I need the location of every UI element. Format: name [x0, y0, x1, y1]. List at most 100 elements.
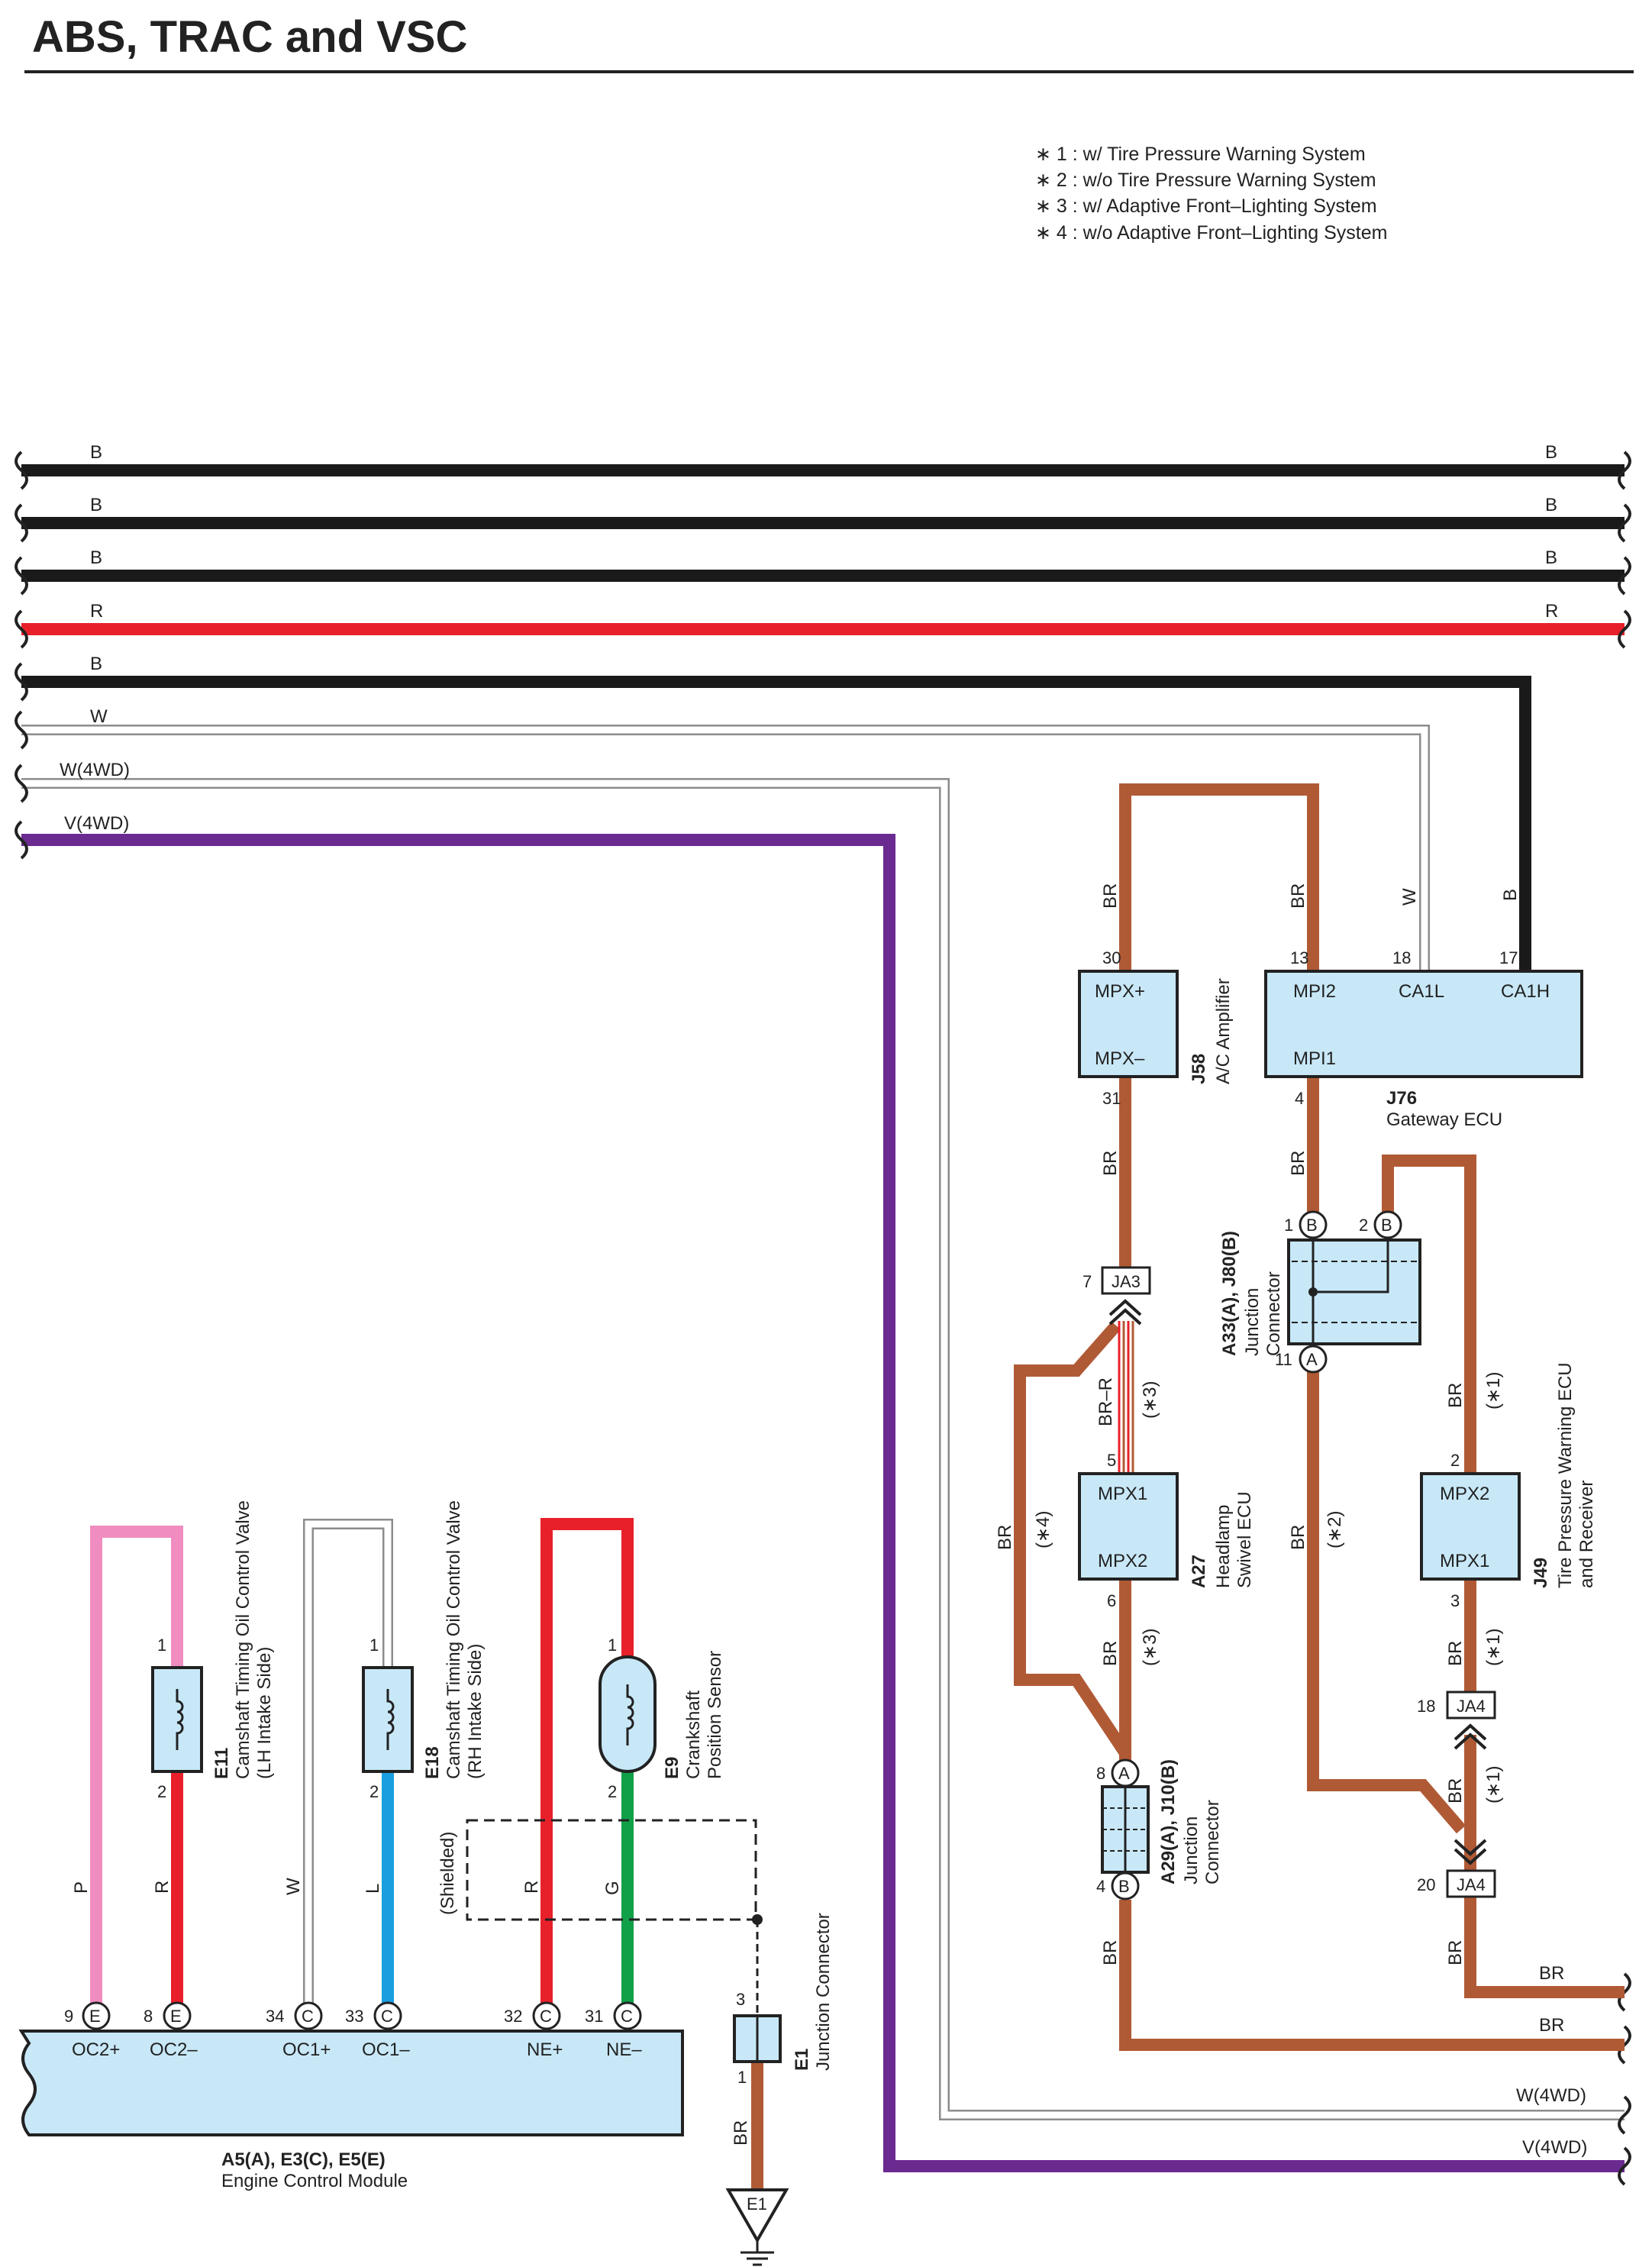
- ja4-connector-20: JA4 20: [1417, 1839, 1496, 1898]
- bus-label: R: [90, 601, 103, 622]
- connector-letter: B: [1306, 1216, 1318, 1235]
- wire-label: BR: [1100, 883, 1121, 909]
- connector-letter: A: [1306, 1350, 1318, 1369]
- a27-box: [1078, 1472, 1179, 1581]
- component-code: E1: [792, 2049, 812, 2071]
- e18-box: [362, 1666, 414, 1773]
- bus-label: B: [90, 495, 102, 515]
- wire-note: (∗1): [1483, 1372, 1504, 1410]
- wire-label: BR: [1445, 1778, 1466, 1804]
- pin-number: 9: [64, 2007, 73, 2026]
- connector-letter: E: [89, 2007, 101, 2026]
- wire-label: L: [363, 1884, 383, 1894]
- wire-label: BR: [1100, 1940, 1121, 1965]
- component-name: Junction: [1181, 1817, 1202, 1884]
- terminal-label: CA1L: [1399, 981, 1444, 1002]
- right-brown-wires: [1014, 783, 1625, 2051]
- bus-label: B: [90, 654, 102, 674]
- ja3-connector: JA3 7: [1083, 1266, 1151, 1326]
- note-1: ∗ 1 : w/ Tire Pressure Warning System: [1035, 144, 1366, 165]
- note-4: ∗ 4 : w/o Adaptive Front–Lighting System: [1035, 222, 1387, 244]
- wire-note: (∗1): [1483, 1766, 1504, 1804]
- a27-headlamp-swivel-ecu: MPX1 MPX2 5 6 A27 Headlamp Swivel ECU: [1078, 1451, 1255, 1610]
- bus-label: BR: [1539, 2015, 1564, 2036]
- wire-r-neplus: [540, 1518, 634, 2016]
- wire-label: B: [1500, 889, 1521, 901]
- wire-br-a33-ja4: [1307, 1359, 1466, 1834]
- pin-number: 8: [1096, 1764, 1105, 1783]
- terminal-label: CA1H: [1501, 981, 1550, 1002]
- coil-icon: [386, 1689, 395, 1750]
- connector-letter: A: [1118, 1764, 1130, 1783]
- connector-letter: B: [1118, 1877, 1130, 1896]
- pin-number: 2: [1450, 1451, 1460, 1470]
- wire-v4wd: [21, 834, 1625, 2172]
- wire-note: (∗4): [1033, 1511, 1053, 1548]
- component-name: Crankshaft: [683, 1691, 704, 1779]
- e11-cam-valve-lh: 1 2 E11 Camshaft Timing Oil Control Valv…: [151, 1500, 275, 1801]
- component-code: J58: [1189, 1054, 1209, 1084]
- pin-number: 30: [1102, 948, 1121, 967]
- component-name: Junction Connector: [813, 1913, 834, 2071]
- terminal-label: MPX1: [1440, 1551, 1489, 1571]
- pin-number: 3: [736, 1990, 745, 2009]
- component-name: Position Sensor: [705, 1651, 725, 1779]
- ecm-engine-control-module: E 9 OC2+ E 8 OC2– C 34 OC1+ C 33 OC1– C …: [18, 2001, 684, 2191]
- pin-number: 1: [157, 1636, 166, 1655]
- j76-gateway-ecu: MPI2 CA1L CA1H MPI1 13 18 17 4 J76 Gatew…: [1264, 948, 1583, 1130]
- pin-number: 2: [1359, 1216, 1368, 1235]
- coil-icon: [626, 1684, 634, 1745]
- wire-label: BR: [1445, 1940, 1466, 1965]
- component-name: Engine Control Module: [221, 2171, 408, 2191]
- terminal-label: MPI2: [1293, 981, 1336, 1002]
- pin-number: 32: [504, 2007, 522, 2026]
- pin-number: 20: [1417, 1875, 1435, 1894]
- j58-box: [1078, 970, 1179, 1078]
- e9-crank-sensor: 1 2 E9 Crankshaft Position Sensor: [599, 1636, 725, 1801]
- ja4-connector-18: JA4 18: [1417, 1691, 1496, 1750]
- terminal-label: MPX2: [1440, 1484, 1489, 1504]
- connector-letter: C: [621, 2007, 633, 2026]
- e1-junction-connector: 3 1 E1 Junction Connector BR: [731, 1913, 834, 2146]
- j76-box: [1264, 970, 1583, 1078]
- wire-note: (∗2): [1325, 1511, 1345, 1548]
- left-sensor-wires: [90, 1518, 763, 2190]
- pin-number: 2: [369, 1782, 379, 1801]
- wire-label: BR: [1100, 1151, 1121, 1176]
- pin-number: 1: [369, 1636, 379, 1655]
- pin-number: 17: [1499, 948, 1518, 967]
- component-name: Gateway ECU: [1386, 1109, 1502, 1130]
- connector-letter: C: [302, 2007, 314, 2026]
- connector-letter: C: [381, 2007, 393, 2026]
- bus-wires: [21, 464, 1625, 2172]
- wire-label: BR: [1288, 1151, 1308, 1176]
- connector-letter: E: [170, 2007, 182, 2026]
- wire-br-a33-j49: [1382, 1154, 1476, 1474]
- component-name: Tire Pressure Warning ECU: [1555, 1362, 1576, 1588]
- component-name: (LH Intake Side): [254, 1647, 275, 1779]
- bus-label: V(4WD): [64, 813, 129, 834]
- a29-junction-connector: A B 8 4 A29(A), J10(B) Junction Connecto…: [1096, 1758, 1223, 1900]
- wire-note: (∗3): [1140, 1629, 1160, 1666]
- component-name: and Receiver: [1576, 1481, 1597, 1588]
- wire-label: P: [71, 1881, 92, 1894]
- component-name: A/C Amplifier: [1213, 978, 1234, 1084]
- coil-icon: [176, 1689, 184, 1750]
- left-wire-breaks: [15, 450, 28, 860]
- connector-letter: C: [540, 2007, 552, 2026]
- wire-br-mpx-mpi2: [1119, 783, 1319, 971]
- component-code: J49: [1531, 1558, 1551, 1588]
- pin-number: 7: [1083, 1272, 1092, 1291]
- pin-number: 1: [608, 1636, 617, 1655]
- bus-label: V(4WD): [1522, 2137, 1587, 2158]
- e18-cam-valve-rh: 1 2 E18 Camshaft Timing Oil Control Valv…: [362, 1500, 486, 1801]
- pin-number: 5: [1107, 1451, 1116, 1470]
- j58-ac-amplifier: MPX+ MPX– 30 31 J58 A/C Amplifier: [1078, 948, 1234, 1108]
- component-code: A33(A), J80(B): [1219, 1231, 1240, 1356]
- wire-label: W: [283, 1878, 304, 1895]
- bus-label: B: [90, 547, 102, 568]
- wire-note: (∗1): [1483, 1629, 1504, 1666]
- wire-br-out-1: [1464, 1897, 1625, 1998]
- bus-label: B: [1545, 547, 1557, 568]
